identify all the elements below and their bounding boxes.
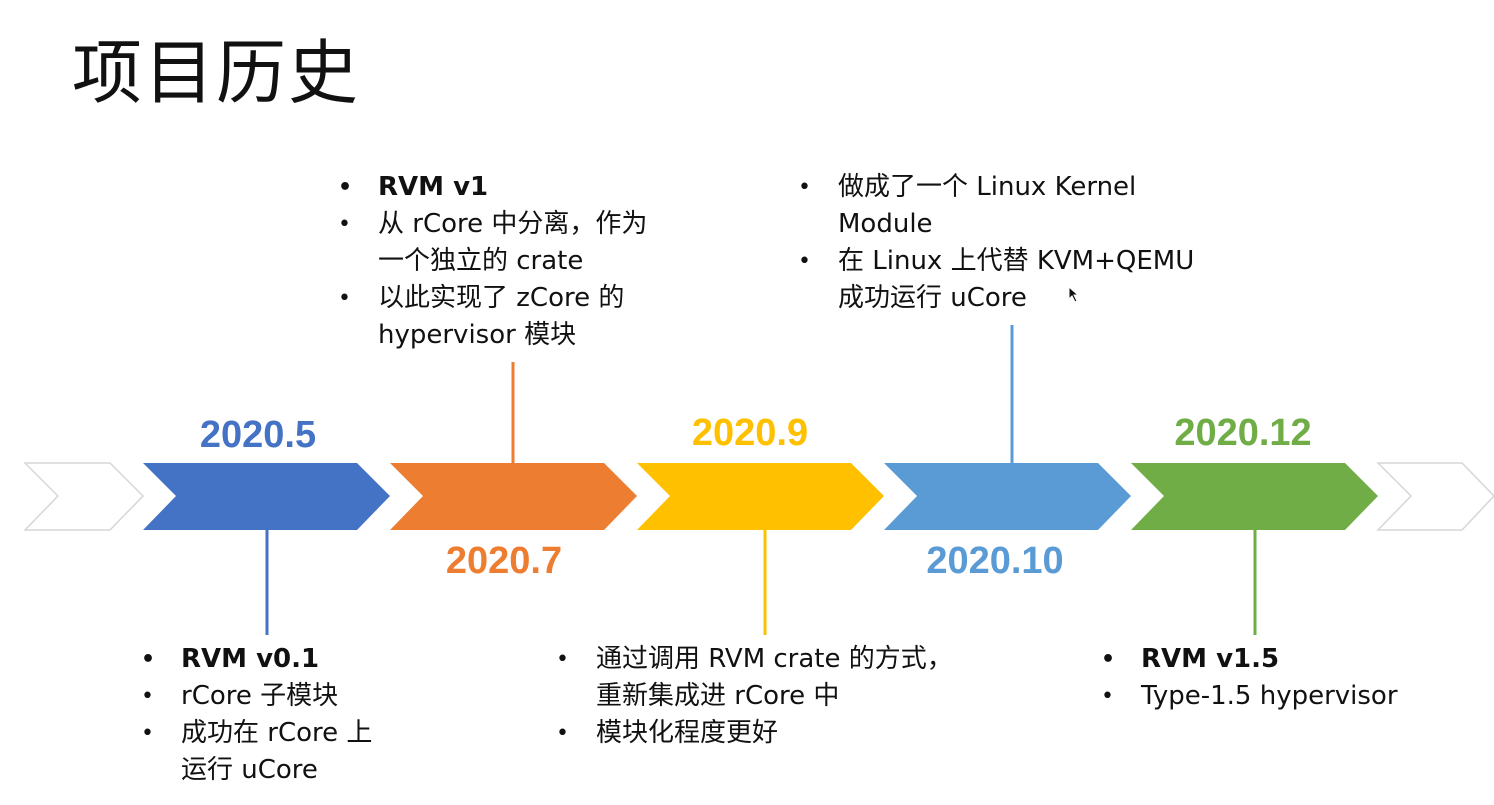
notes-2020-12: RVM v1.5 Type-1.5 hypervisor bbox=[1101, 641, 1398, 715]
year-label-2020-9: 2020.9 bbox=[691, 412, 809, 454]
note-item: Type-1.5 hypervisor bbox=[1101, 678, 1398, 715]
note-item: RVM v0.1 bbox=[141, 641, 372, 678]
note-line: hypervisor 模块 bbox=[378, 320, 577, 350]
year-label-2020-7: 2020.7 bbox=[445, 540, 563, 582]
note-line: 从 rCore 中分离，作为 bbox=[378, 209, 648, 239]
note-item: 模块化程度更好 bbox=[556, 715, 953, 752]
note-line: 重新集成进 rCore 中 bbox=[596, 681, 840, 711]
note-item: rCore 子模块 bbox=[141, 678, 372, 715]
note-item: 成功在 rCore 上运行 uCore bbox=[141, 715, 372, 789]
year-label-2020-5: 2020.5 bbox=[199, 414, 317, 456]
note-item: 通过调用 RVM crate 的方式， 重新集成进 rCore 中 bbox=[556, 641, 953, 715]
note-line: 成功在 rCore 上 bbox=[181, 718, 373, 748]
note-item: RVM v1 bbox=[338, 169, 647, 206]
chevron-2020-9 bbox=[637, 463, 884, 530]
note-line: 通过调用 RVM crate 的方式， bbox=[596, 644, 953, 674]
chevron-outline-right bbox=[1376, 462, 1494, 531]
note-line: 运行 uCore bbox=[181, 755, 318, 785]
note-line: Module bbox=[838, 209, 933, 239]
page-title: 项目历史 bbox=[72, 32, 360, 114]
note-line: 以此实现了 zCore 的 bbox=[378, 283, 625, 313]
note-item: RVM v1.5 bbox=[1101, 641, 1398, 678]
notes-2020-9: 通过调用 RVM crate 的方式， 重新集成进 rCore 中 模块化程度更好 bbox=[556, 641, 953, 752]
chevron-2020-7 bbox=[390, 463, 637, 530]
note-line: 成功运行 uCore bbox=[838, 283, 1027, 313]
chevron-2020-10 bbox=[884, 463, 1131, 530]
chevron-outline-left bbox=[23, 462, 145, 531]
year-label-2020-10: 2020.10 bbox=[926, 540, 1064, 582]
notes-2020-5: RVM v0.1 rCore 子模块 成功在 rCore 上运行 uCore bbox=[141, 641, 372, 789]
note-line: 一个独立的 crate bbox=[378, 246, 584, 276]
chevron-2020-12 bbox=[1131, 463, 1378, 530]
mouse-cursor-icon bbox=[1068, 286, 1080, 303]
note-item: 在 Linux 上代替 KVM+QEMU 成功运行 uCore bbox=[798, 243, 1194, 317]
note-line: 在 Linux 上代替 KVM+QEMU bbox=[838, 246, 1195, 276]
note-line: 做成了一个 Linux Kernel bbox=[838, 172, 1137, 202]
chevron-2020-5 bbox=[143, 463, 390, 530]
year-label-2020-12: 2020.12 bbox=[1174, 412, 1312, 454]
note-item: 以此实现了 zCore 的 hypervisor 模块 bbox=[338, 280, 647, 354]
